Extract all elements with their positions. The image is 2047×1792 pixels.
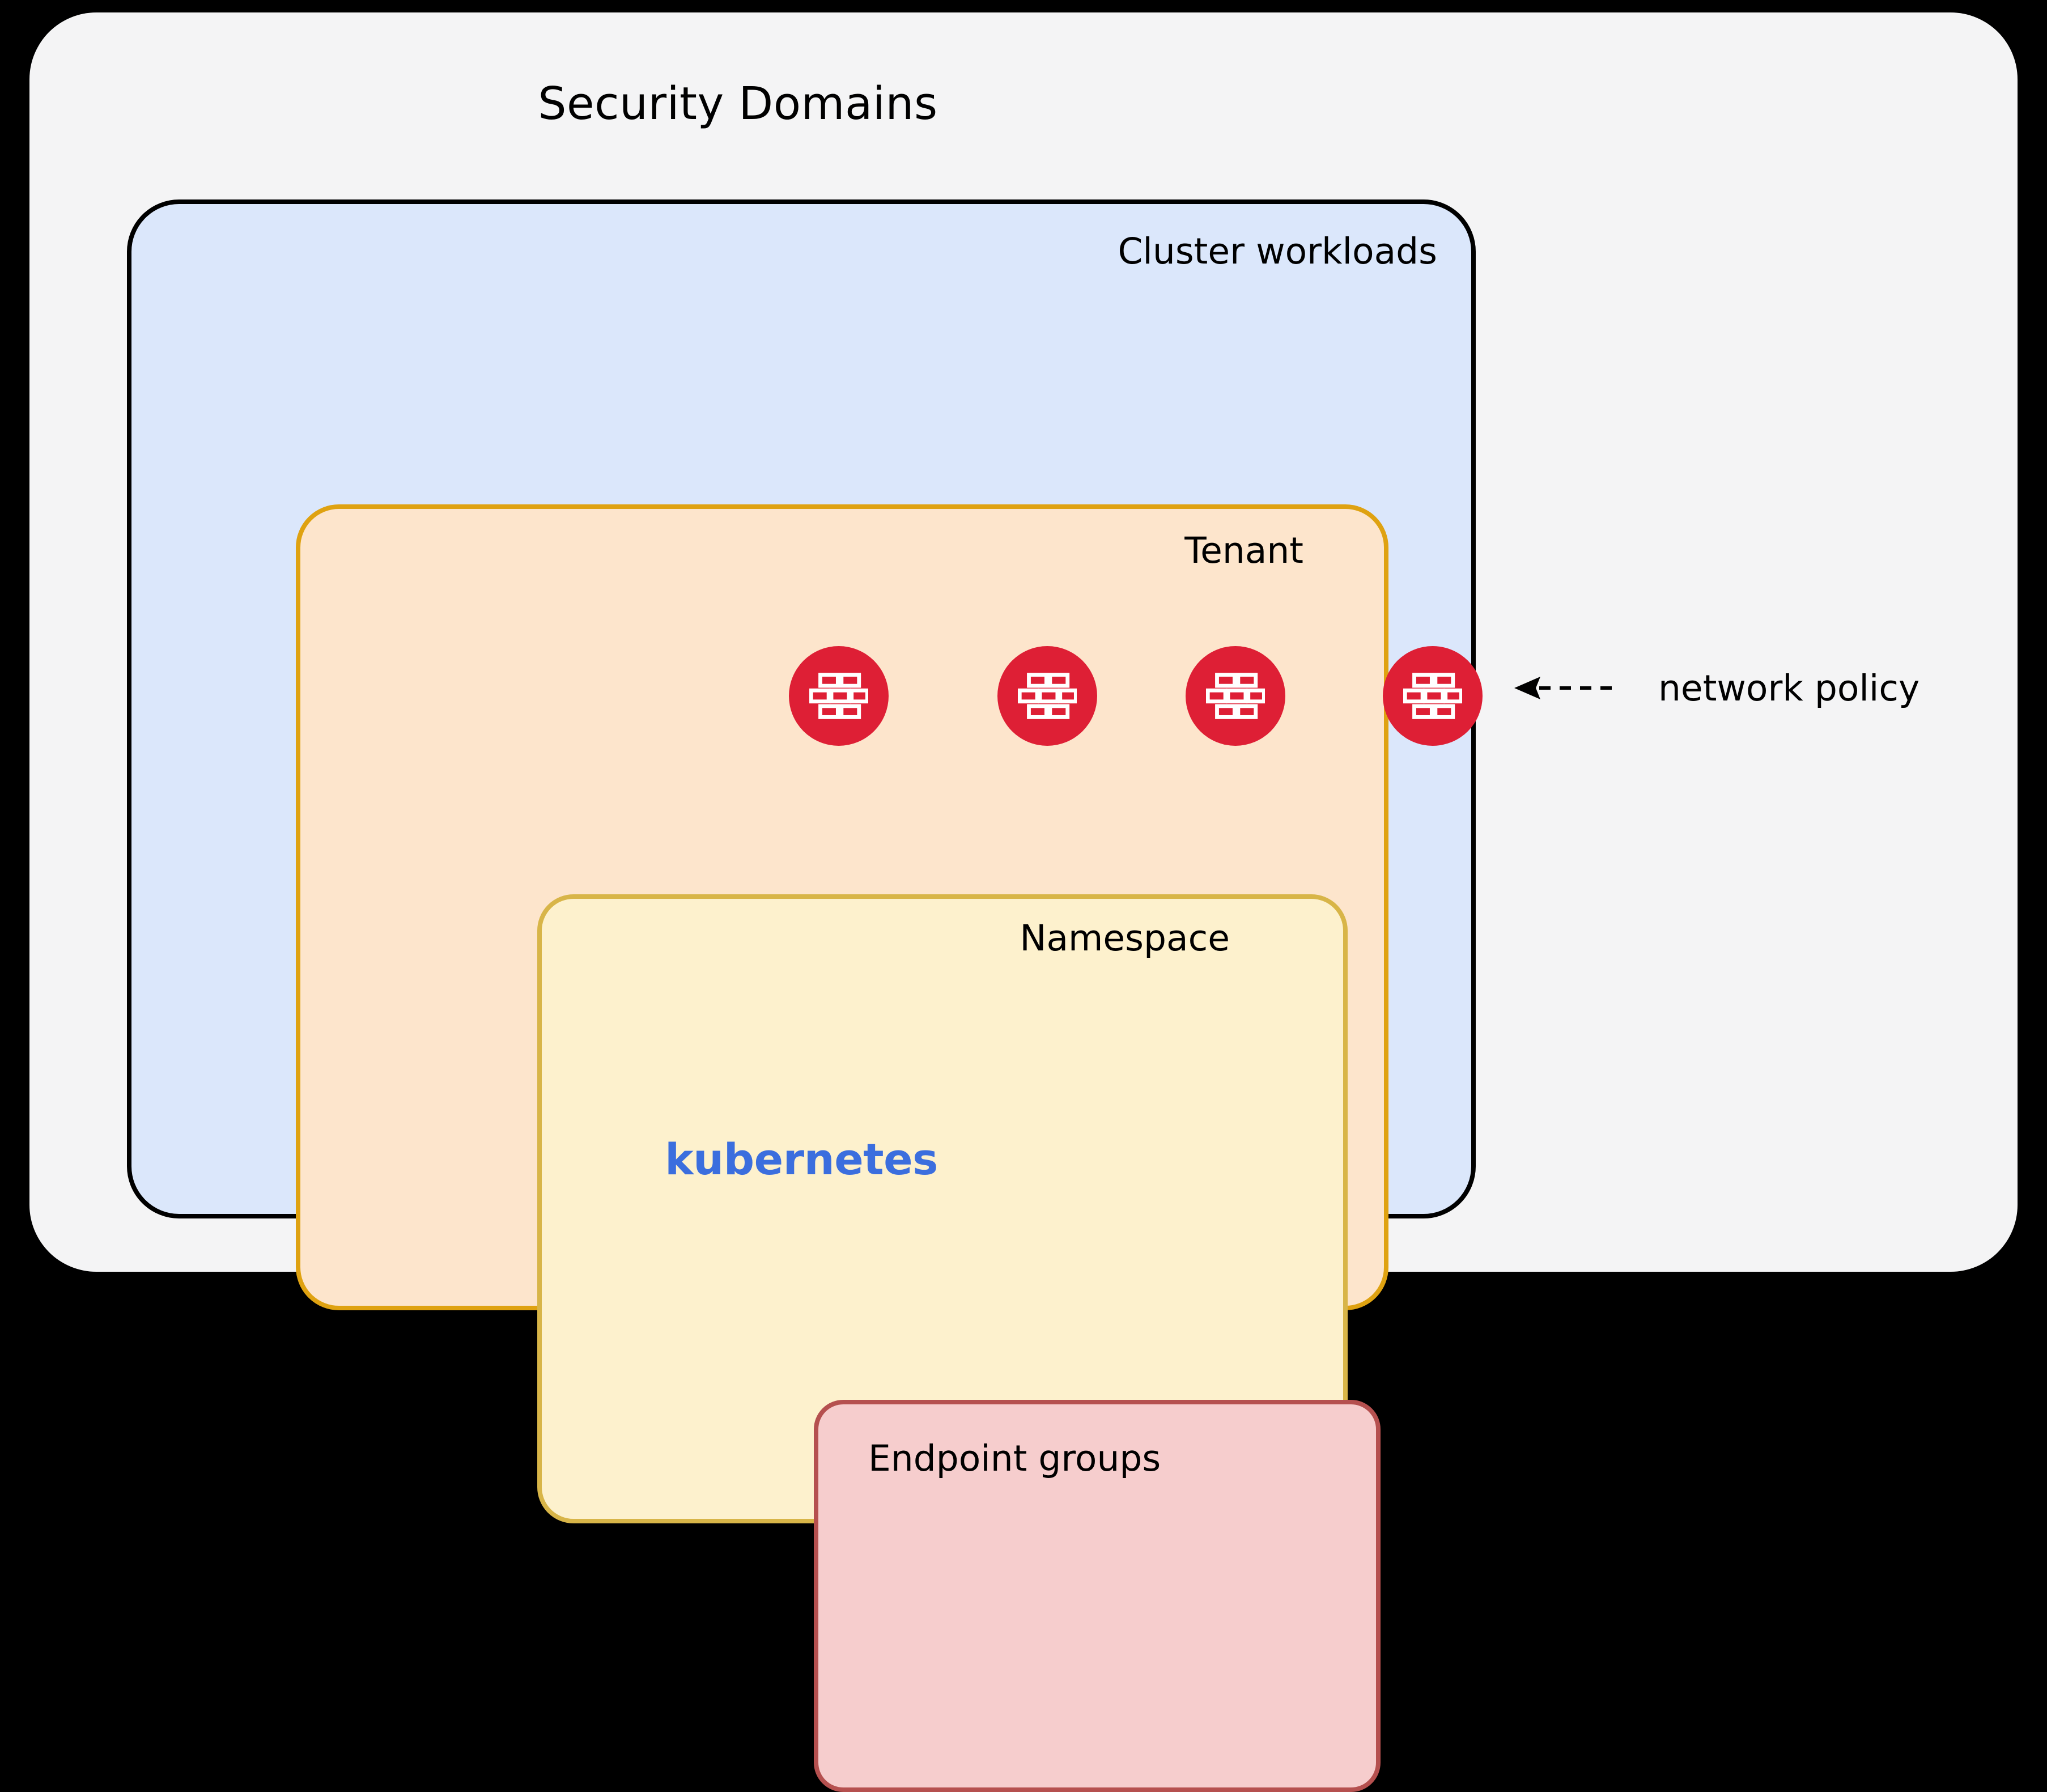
network-policy-marker[interactable] bbox=[1383, 646, 1483, 746]
domain-label-cluster-workloads: Cluster workloads bbox=[1118, 231, 1437, 272]
network-policy-marker[interactable] bbox=[789, 646, 889, 746]
domain-label-endpoint-groups: Endpoint groups bbox=[868, 1438, 1161, 1479]
firewall-brick-icon bbox=[1018, 673, 1077, 719]
domain-box-endpoint-groups: Endpoint groups bbox=[814, 1400, 1381, 1792]
kubernetes-wordmark: kubernetes bbox=[665, 1134, 938, 1184]
dashed-left-arrow-icon bbox=[1514, 677, 1615, 699]
domain-label-tenant: Tenant bbox=[1184, 530, 1303, 571]
domain-label-namespace: Namespace bbox=[1020, 918, 1230, 959]
policy-annotation: network policy bbox=[1514, 665, 1919, 711]
domain-box-tenant: Tenant Namespace Endpoint groups bbox=[296, 504, 1388, 1792]
firewall-brick-icon bbox=[1403, 673, 1462, 719]
domain-box-namespace: Namespace Endpoint groups bbox=[537, 894, 1381, 1792]
policy-annotation-label: network policy bbox=[1658, 667, 1920, 709]
diagram-canvas: Security Domains Cluster workloads Tenan… bbox=[29, 12, 2018, 1792]
network-policy-marker[interactable] bbox=[1186, 646, 1285, 746]
firewall-brick-icon bbox=[1206, 673, 1265, 719]
network-policy-marker[interactable] bbox=[997, 646, 1097, 746]
firewall-brick-icon bbox=[809, 673, 868, 719]
page-title: Security Domains bbox=[538, 78, 938, 130]
